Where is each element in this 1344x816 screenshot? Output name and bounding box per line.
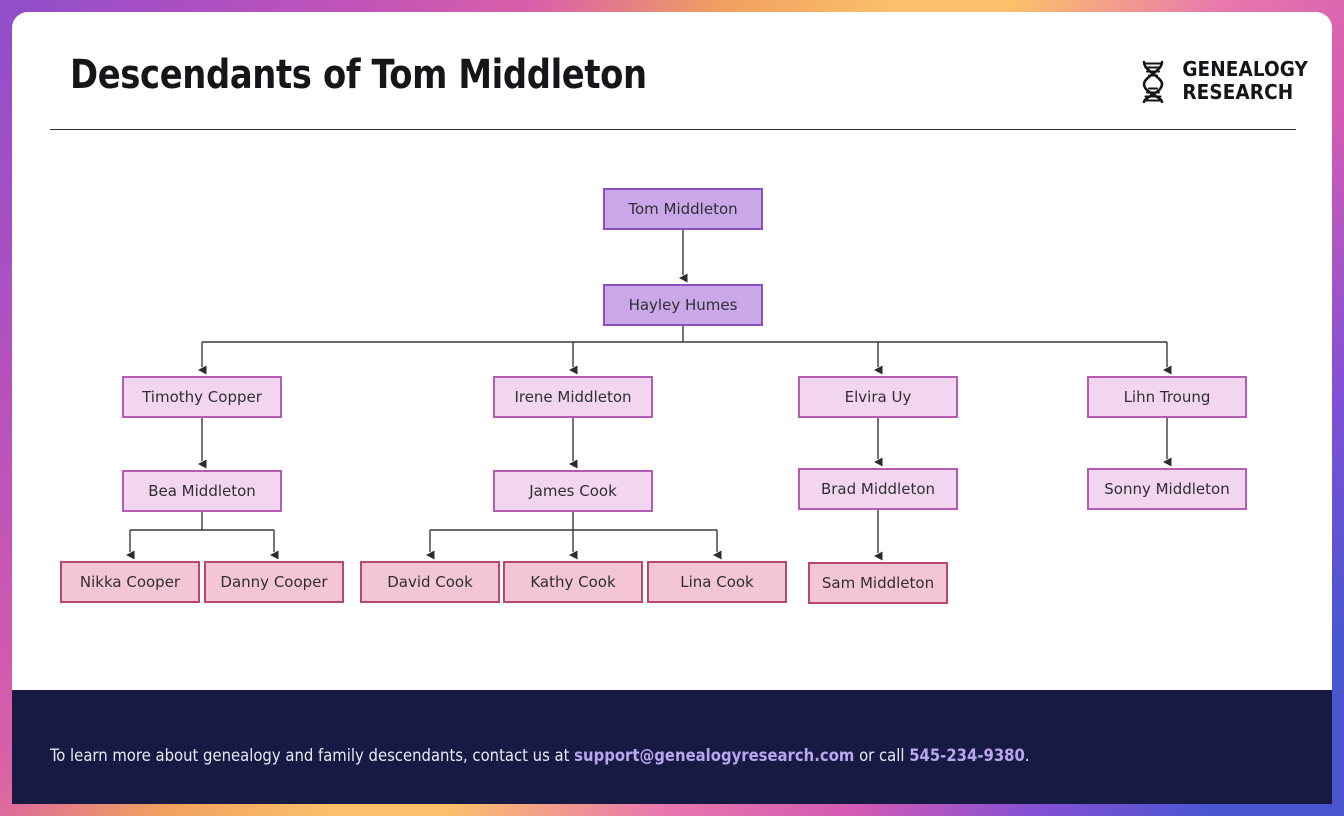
- tree-node-tom-middleton[interactable]: Tom Middleton: [603, 188, 763, 230]
- tree-node-elvira-uy[interactable]: Elvira Uy: [798, 376, 958, 418]
- node-label: Brad Middleton: [820, 480, 936, 498]
- tree-node-sam-middleton[interactable]: Sam Middleton: [808, 562, 948, 604]
- footer-phone-link[interactable]: 545-234-9380: [909, 746, 1025, 765]
- node-label: Lihn Troung: [1123, 388, 1211, 406]
- poster-card: Descendants of Tom Middleton: [12, 12, 1332, 804]
- node-label: Bea Middleton: [148, 482, 256, 500]
- brand-line-2: RESEARCH: [1182, 80, 1294, 105]
- tree-node-nikka-cooper[interactable]: Nikka Cooper: [60, 561, 200, 603]
- dna-helix-icon: [1136, 59, 1170, 104]
- node-label: David Cook: [387, 573, 473, 591]
- tree-node-hayley-humes[interactable]: Hayley Humes: [603, 284, 763, 326]
- node-label: Hayley Humes: [628, 296, 738, 314]
- tree-node-lina-cook[interactable]: Lina Cook: [647, 561, 787, 603]
- tree-node-bea-middleton[interactable]: Bea Middleton: [122, 470, 282, 512]
- footer-suffix: .: [1024, 746, 1030, 765]
- footer-contact-text: To learn more about genealogy and family…: [50, 746, 1030, 765]
- brand-line-1: GENEALOGY: [1182, 57, 1308, 81]
- tree-node-kathy-cook[interactable]: Kathy Cook: [503, 561, 643, 603]
- node-label: Sam Middleton: [821, 574, 935, 592]
- family-tree-diagram: Tom Middleton Hayley Humes Timothy Coppe…: [12, 130, 1332, 690]
- footer-bar: To learn more about genealogy and family…: [12, 690, 1332, 804]
- node-label: Irene Middleton: [514, 388, 632, 406]
- node-label: James Cook: [529, 482, 617, 500]
- tree-node-lihn-troung[interactable]: Lihn Troung: [1087, 376, 1247, 418]
- node-label: Elvira Uy: [844, 388, 912, 406]
- node-label: Lina Cook: [680, 573, 754, 591]
- node-label: Danny Cooper: [220, 573, 328, 591]
- brand-text: GENEALOGY RESEARCH: [1182, 57, 1308, 105]
- tree-node-james-cook[interactable]: James Cook: [493, 470, 653, 512]
- tree-node-irene-middleton[interactable]: Irene Middleton: [493, 376, 653, 418]
- tree-node-david-cook[interactable]: David Cook: [360, 561, 500, 603]
- tree-connectors: [126, 230, 1172, 561]
- node-label: Nikka Cooper: [79, 573, 181, 591]
- footer-middle: or call: [854, 746, 910, 765]
- node-label: Timothy Copper: [142, 388, 262, 406]
- tree-node-danny-cooper[interactable]: Danny Cooper: [204, 561, 344, 603]
- tree-node-timothy-copper[interactable]: Timothy Copper: [122, 376, 282, 418]
- page-title: Descendants of Tom Middleton: [70, 52, 647, 98]
- header: Descendants of Tom Middleton: [12, 12, 1332, 130]
- tree-node-brad-middleton[interactable]: Brad Middleton: [798, 468, 958, 510]
- footer-email-link[interactable]: support@genealogyresearch.com: [574, 746, 855, 765]
- brand-logo: GENEALOGY RESEARCH: [1136, 57, 1308, 105]
- footer-prefix: To learn more about genealogy and family…: [50, 746, 575, 765]
- node-label: Kathy Cook: [530, 573, 616, 591]
- node-label: Sonny Middleton: [1104, 480, 1230, 498]
- node-label: Tom Middleton: [628, 200, 738, 218]
- header-divider: [50, 129, 1296, 130]
- tree-node-sonny-middleton[interactable]: Sonny Middleton: [1087, 468, 1247, 510]
